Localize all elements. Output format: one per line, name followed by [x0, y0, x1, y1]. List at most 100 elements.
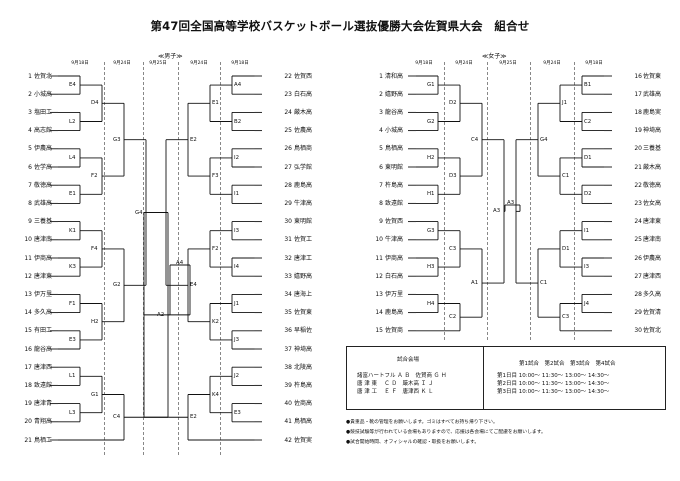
- team-name: 北陵高: [294, 363, 313, 371]
- round-date: 9月24日: [113, 61, 131, 66]
- venue-row: 諸富ハートフル Ａ Ｂ 佐賀商 Ｇ Ｈ: [357, 373, 447, 379]
- team-name: 唐津工: [294, 254, 313, 262]
- team-name: 伊商高: [385, 254, 404, 262]
- team-number: 22: [284, 72, 292, 80]
- team-number: 5: [28, 145, 32, 153]
- round-date: 9月25日: [149, 61, 167, 66]
- team-name: 塩田工: [34, 108, 53, 116]
- venue-row: 唐 津 工 Ｅ Ｆ 唐津西 Ｋ Ｌ: [357, 389, 434, 395]
- team-number: 10: [24, 236, 32, 244]
- schedule-row: 第2日目 10:00～ 11:30～ 13:00～ 14:30～: [497, 381, 610, 387]
- match-label: E2: [190, 414, 197, 421]
- match-label: D1: [584, 154, 592, 161]
- note: ●貴重品・靴の管理をお願いします。ゴミはすべてお持ち帰り下さい。: [346, 420, 498, 425]
- team-number: 21: [24, 436, 32, 444]
- team-name: 鳥栖工: [34, 436, 53, 444]
- team-name: 佐賀東: [294, 309, 313, 317]
- team-number: 25: [634, 236, 642, 244]
- team-number: 6: [28, 163, 32, 171]
- match-label: K4: [212, 391, 219, 398]
- team-number: 9: [28, 218, 32, 226]
- round-date: 9月25日: [499, 61, 517, 66]
- match-label: G3: [113, 136, 121, 143]
- team-number: 32: [284, 254, 292, 262]
- team-number: 8: [28, 199, 32, 207]
- match-label: A3: [507, 200, 515, 206]
- match-label: E1: [69, 191, 76, 198]
- match-label: G1: [427, 82, 435, 89]
- match-label: L1: [69, 373, 76, 380]
- team-number: 23: [634, 199, 642, 207]
- team-name: 鹿島実: [643, 108, 662, 116]
- date-divider: [104, 62, 105, 455]
- match-label: F1: [69, 300, 76, 307]
- match-label: G4: [540, 136, 548, 143]
- team-number: 30: [284, 218, 292, 226]
- team-name: 佐賀北: [643, 327, 662, 335]
- venue-box: 試合会場 諸富ハートフル Ａ Ｂ 佐賀商 Ｇ Ｈ 唐 津 東 Ｃ Ｄ 厳木高 Ｉ…: [346, 346, 666, 410]
- team-number: 4: [379, 127, 383, 135]
- team-number: 13: [375, 290, 383, 298]
- team-name: 小城高: [385, 127, 404, 135]
- team-name: 伊商高: [34, 254, 53, 262]
- team-number: 42: [284, 436, 292, 444]
- team-name: 唐津青: [34, 400, 53, 408]
- match-label: D4: [91, 100, 99, 107]
- team-name: 弘学館: [294, 163, 313, 171]
- team-name: 東明館: [385, 163, 404, 171]
- match-label: D3: [449, 173, 457, 180]
- team-number: 17: [634, 90, 642, 98]
- match-label: J1: [234, 300, 240, 307]
- team-number: 39: [284, 381, 292, 389]
- team-name: 早稲佐: [294, 327, 313, 335]
- team-name: 敬徳高: [34, 181, 53, 189]
- schedule-row: 第1日目 10:00～ 11:30～ 13:00～ 14:30～: [497, 373, 610, 379]
- match-label: G4: [135, 209, 143, 216]
- team-name: 伊農高: [34, 145, 53, 153]
- team-name: 三養基: [643, 145, 662, 153]
- team-number: 37: [284, 345, 292, 353]
- team-name: 佐女高: [643, 199, 662, 207]
- team-number: 11: [24, 254, 32, 262]
- team-number: 19: [24, 400, 32, 408]
- match-label: G1: [91, 391, 99, 398]
- team-number: 15: [375, 327, 383, 335]
- match-label: L3: [69, 409, 76, 416]
- match-label: J4: [584, 300, 590, 307]
- team-name: 多久高: [34, 309, 53, 317]
- team-name: 三養基: [34, 218, 53, 226]
- team-number: 3: [28, 108, 32, 116]
- team-number: 16: [24, 345, 32, 353]
- team-name: 佐賀西: [385, 218, 404, 226]
- match-label: C2: [584, 118, 592, 125]
- match-label: F3: [212, 173, 219, 180]
- team-number: 28: [284, 181, 292, 189]
- team-name: 敬徳高: [643, 181, 662, 189]
- match-label: D2: [584, 191, 592, 198]
- team-number: 15: [24, 327, 32, 335]
- schedule-header: 第1試合 第2試合 第3試合 第4試合: [519, 361, 616, 367]
- team-number: 13: [24, 290, 32, 298]
- team-number: 1: [379, 72, 383, 80]
- team-number: 7: [379, 181, 383, 189]
- team-name: 白石高: [385, 272, 404, 280]
- match-label: E3: [69, 336, 76, 343]
- match-label: L4: [69, 154, 76, 161]
- team-number: 17: [24, 363, 32, 371]
- team-number: 8: [379, 199, 383, 207]
- team-number: 14: [24, 309, 32, 317]
- team-name: 厳木高: [294, 108, 313, 116]
- team-name: 小城高: [34, 90, 53, 98]
- venue-title: 試合会場: [397, 357, 420, 363]
- match-label: C2: [449, 314, 457, 321]
- page-title: 第47回全国高等学校バスケットボール選抜優勝大会佐賀県大会 組合せ: [150, 19, 530, 33]
- round-date: 9月18日: [71, 61, 89, 66]
- team-number: 18: [634, 108, 642, 116]
- team-name: 佐賀清: [643, 309, 662, 317]
- team-name: 伊万里: [34, 290, 53, 298]
- team-name: 唐津南: [643, 236, 662, 244]
- match-label: C1: [540, 280, 548, 287]
- team-number: 26: [284, 145, 292, 153]
- team-number: 29: [634, 309, 642, 317]
- team-number: 2: [28, 90, 32, 98]
